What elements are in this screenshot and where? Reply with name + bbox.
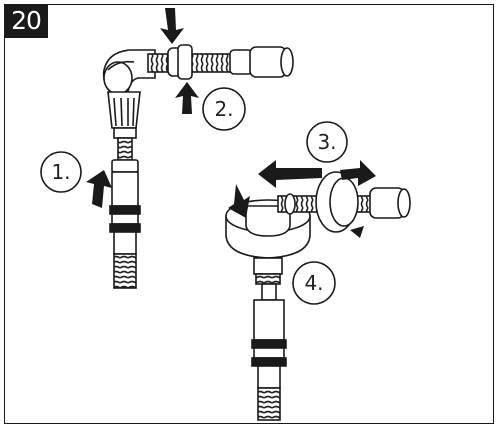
callout-3: 3. xyxy=(306,121,348,163)
callout-2: 2. xyxy=(202,87,246,131)
left-faucet-assembly xyxy=(102,44,294,289)
arrow-up-diagonal-icon xyxy=(86,170,112,208)
callout-1: 1. xyxy=(40,151,82,193)
arrow-down-icon xyxy=(160,8,184,44)
svg-text:1.: 1. xyxy=(51,160,70,184)
rotate-arrow-icon xyxy=(228,160,376,238)
right-faucet-assembly xyxy=(225,171,411,421)
arrow-up-icon xyxy=(175,82,199,114)
callout-4: 4. xyxy=(292,261,336,305)
svg-text:4.: 4. xyxy=(304,271,323,295)
svg-text:3.: 3. xyxy=(317,130,336,154)
arrow-left-icon xyxy=(258,160,322,188)
step-number-badge: 20 xyxy=(4,4,48,38)
svg-text:2.: 2. xyxy=(214,97,233,121)
